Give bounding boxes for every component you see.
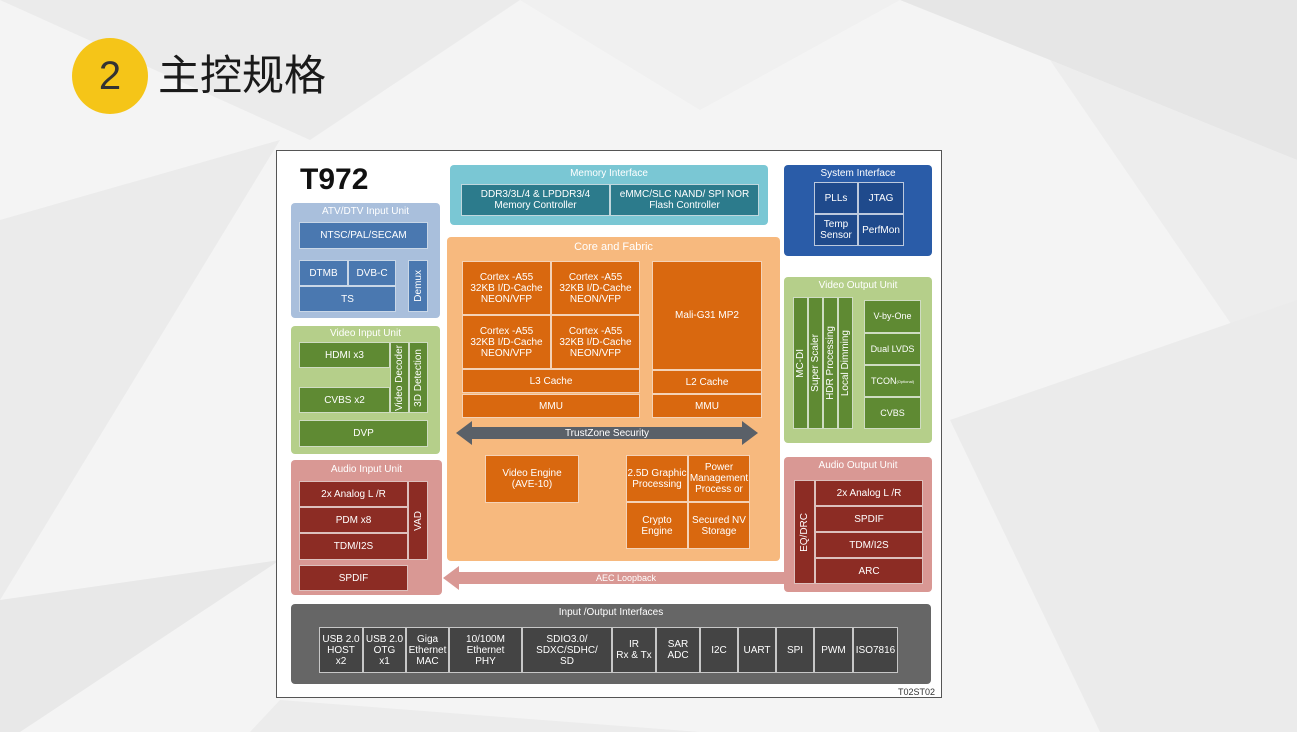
trustzone-label: TrustZone Security	[564, 428, 650, 439]
gpu-mmu-block: MMU	[652, 394, 762, 418]
flash-controller: eMMC/SLC NAND/ SPI NOR Flash Controller	[610, 184, 759, 216]
dual-lvds-block: Dual LVDS	[864, 333, 921, 365]
analog-input-block: 2x Analog L /R	[299, 481, 408, 507]
secured-storage-block: Secured NV Storage	[688, 502, 750, 549]
analog-output-block: 2x Analog L /R	[815, 480, 923, 506]
local-dimming-block: Local Dimming	[838, 297, 853, 429]
vad-label: VAD	[412, 510, 424, 531]
memory-interface-title: Memory Interface	[570, 168, 648, 179]
hdmi-block: HDMI x3	[299, 342, 390, 368]
io-item-pwm: PWM	[814, 627, 853, 673]
audio-output-title: Audio Output Unit	[818, 460, 898, 471]
tcon-sub-label: (Optional)	[896, 378, 915, 384]
cortex-core-3: Cortex -A55 32KB I/D-Cache NEON/VFP	[462, 315, 551, 369]
audio-input-title: Audio Input Unit	[330, 464, 403, 475]
diagram-code: T02ST02	[898, 687, 936, 697]
perfmon-block: PerfMon	[858, 214, 904, 246]
chip-name: T972	[300, 163, 369, 196]
tcon-block: TCON(Optional)	[864, 365, 921, 397]
atv-dtv-title: ATV/DTV Input Unit	[321, 206, 410, 217]
io-item-iso7816: ISO7816	[853, 627, 898, 673]
dvp-block: DVP	[299, 420, 428, 447]
io-item-sdio: SDIO3.0/ SDXC/SDHC/ SD	[522, 627, 612, 673]
trustzone-arrow	[456, 421, 758, 445]
l2-cache-block: L2 Cache	[652, 370, 762, 394]
demux-label: Demux	[412, 270, 424, 302]
cortex-core-4: Cortex -A55 32KB I/D-Cache NEON/VFP	[551, 315, 640, 369]
spdif-output-block: SPDIF	[815, 506, 923, 532]
vbyone-block: V-by-One	[864, 300, 921, 333]
slide-title: 主控规格	[158, 52, 327, 99]
video-decoder-label: Video Decoder	[394, 344, 405, 411]
hdr-processing-label: HDR Processing	[825, 326, 836, 400]
ts-block: TS	[299, 286, 396, 312]
ddr-controller: DDR3/3L/4 & LPDDR3/4 Memory Controller	[461, 184, 610, 216]
eq-drc-block: EQ/DRC	[794, 480, 815, 584]
cvbs-output-block: CVBS	[864, 397, 921, 429]
vad-block: VAD	[408, 481, 428, 560]
eq-drc-label: EQ/DRC	[799, 512, 810, 552]
io-item-uart: UART	[738, 627, 776, 673]
cortex-core-1: Cortex -A55 32KB I/D-Cache NEON/VFP	[462, 261, 551, 315]
tcon-label: TCON	[870, 375, 897, 386]
io-item-sar-adc: SAR ADC	[656, 627, 700, 673]
crypto-engine-block: Crypto Engine	[626, 502, 688, 549]
io-interfaces-title: Input /Output Interfaces	[558, 607, 664, 618]
io-item-ir: IR Rx & Tx	[612, 627, 656, 673]
core-fabric-title: Core and Fabric	[574, 241, 653, 253]
aec-loopback-arrow	[443, 566, 784, 590]
ntsc-block: NTSC/PAL/SECAM	[299, 222, 428, 249]
io-item-i2c: I2C	[700, 627, 738, 673]
pdm-block: PDM x8	[299, 507, 408, 533]
video-decoder-block: Video Decoder	[390, 342, 409, 413]
cortex-core-2: Cortex -A55 32KB I/D-Cache NEON/VFP	[551, 261, 640, 315]
power-management-block: Power Management Process or	[688, 455, 750, 502]
local-dimming-label: Local Dimming	[840, 329, 851, 397]
mcdi-label: MC-DI	[795, 348, 806, 378]
video-input-title: Video Input Unit	[330, 328, 401, 339]
dtmb-block: DTMB	[299, 260, 348, 286]
plls-block: PLLs	[814, 182, 858, 214]
section-number-badge: 2	[72, 38, 148, 114]
io-item-usb-otg: USB 2.0 OTG x1	[363, 627, 406, 673]
video-engine-block: Video Engine (AVE-10)	[485, 455, 579, 503]
temp-sensor-block: Temp Sensor	[814, 214, 858, 246]
tdm-input-block: TDM/I2S	[299, 533, 408, 560]
tdm-output-block: TDM/I2S	[815, 532, 923, 558]
dvbc-block: DVB-C	[348, 260, 396, 286]
cvbs-input-block: CVBS x2	[299, 387, 390, 413]
super-scaler-label: Super Scaler	[810, 334, 821, 392]
video-output-title: Video Output Unit	[818, 280, 898, 291]
aec-loopback-label: AEC Loopback	[595, 573, 657, 583]
3d-detection-label: 3D Detection	[413, 348, 424, 407]
io-item-usb-host: USB 2.0 HOST x2	[319, 627, 363, 673]
io-item-spi: SPI	[776, 627, 814, 673]
super-scaler-block: Super Scaler	[808, 297, 823, 429]
io-item-giga-mac: Giga Ethernet MAC	[406, 627, 449, 673]
mali-gpu-block: Mali-G31 MP2	[652, 261, 762, 370]
jtag-block: JTAG	[858, 182, 904, 214]
demux-block: Demux	[408, 260, 428, 312]
system-interface-title: System Interface	[820, 168, 896, 179]
graphic-processing-block: 2.5D Graphic Processing	[626, 455, 688, 502]
l3-cache-block: L3 Cache	[462, 369, 640, 393]
3d-detection-block: 3D Detection	[409, 342, 428, 413]
mcdi-block: MC-DI	[793, 297, 808, 429]
io-item-ethernet-phy: 10/100M Ethernet PHY	[449, 627, 522, 673]
hdr-processing-block: HDR Processing	[823, 297, 838, 429]
spdif-input-block: SPDIF	[299, 565, 408, 591]
cpu-mmu-block: MMU	[462, 394, 640, 418]
arc-block: ARC	[815, 558, 923, 584]
